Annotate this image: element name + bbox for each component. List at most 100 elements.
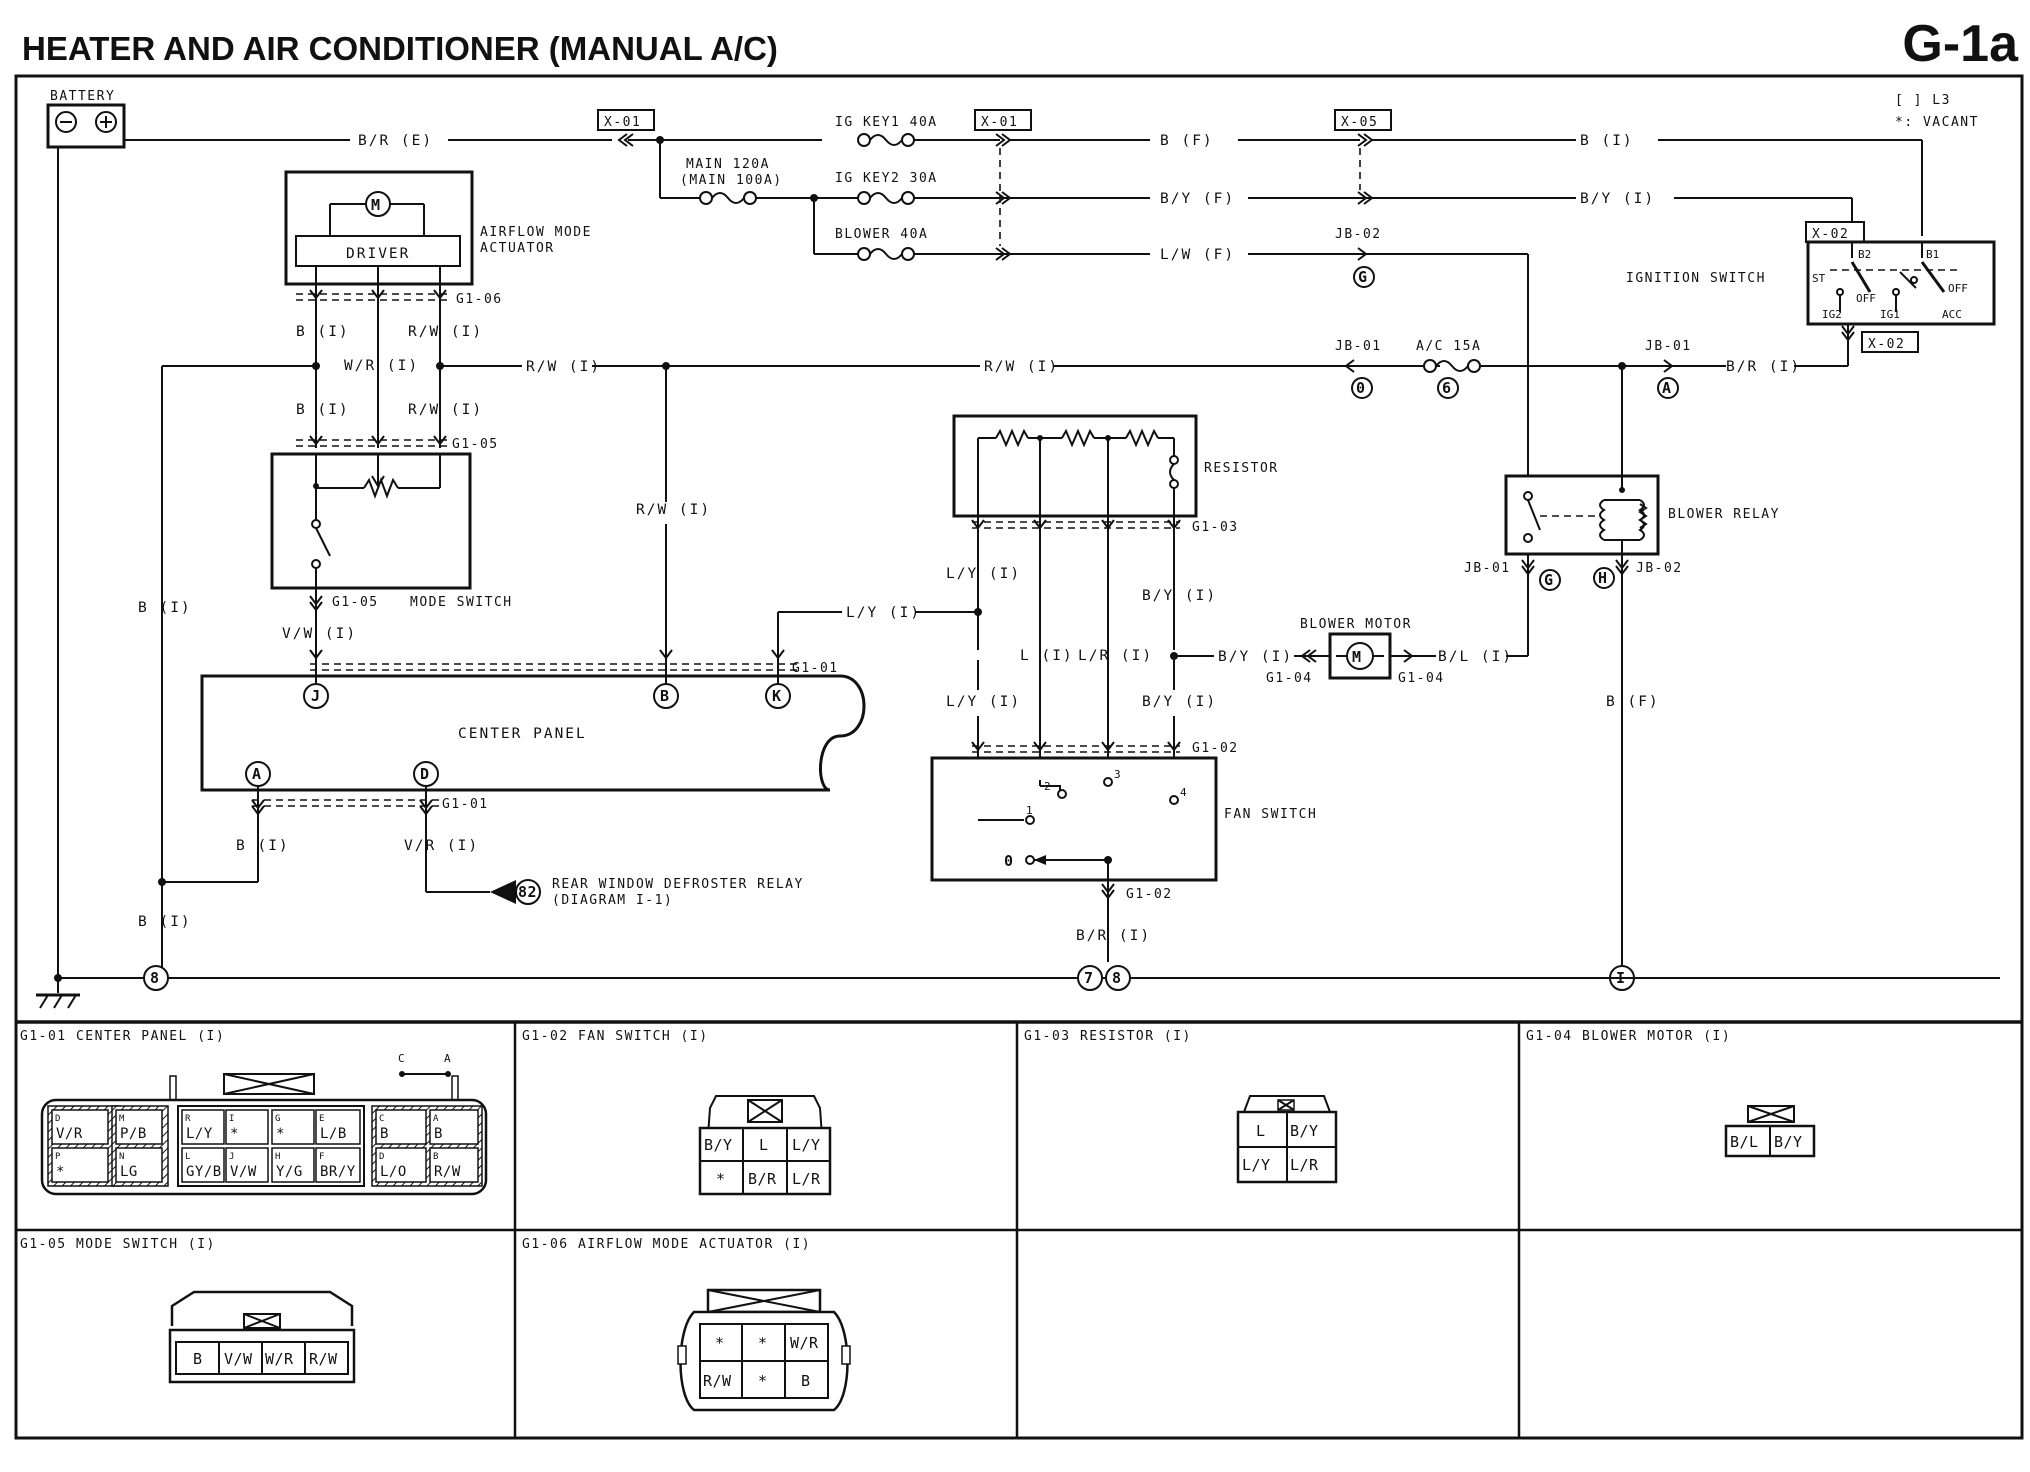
g101-cell [429,1147,479,1183]
g101-cells: DV/RMP/BRL/YI*G*EL/BCBABP*NLGLGY/BJV/WHY… [51,1109,479,1183]
g101-cell [271,1109,315,1145]
g104-connector: B/L B/Y [1724,1105,1816,1158]
g101-cell-wire: B [434,1126,443,1142]
g101-cell-wire: BR/Y [320,1164,356,1180]
legend-vacant: *: VACANT [1895,115,1979,130]
svg-text:*: * [758,1372,768,1390]
pin-k: K [772,687,782,705]
pin-a: A [252,765,262,783]
g101-cell-wire: V/R [56,1126,83,1142]
svg-text:L/R: L/R [792,1170,821,1188]
ground-pin-8-right: 8 [1112,969,1122,987]
motor-icon: M [329,191,425,236]
connector-x01-middle: X-01 [981,115,1018,130]
fan-pin-1: 1 [1026,804,1033,817]
connector-g105-bottom: G1-05 [332,595,379,610]
g101-cell-wire: B [380,1126,389,1142]
wire-label-wr-l: W/R (I) [344,358,419,374]
svg-text:B/L: B/L [1730,1133,1759,1151]
g101-cell [315,1109,361,1145]
g101-cell-wire: * [230,1126,239,1142]
g101-cell-wire: R/W [434,1164,461,1180]
ground-pin-7: 7 [1084,969,1094,987]
g101-cell [115,1147,163,1183]
g101-cell-wire: * [276,1126,285,1142]
g101-cell [315,1147,361,1183]
airflow-actuator-label-2: ACTUATOR [480,241,555,256]
connector-g106: G1-06 [456,292,503,307]
svg-text:L: L [1256,1122,1266,1140]
wire-label-ly-l-center: L/Y (I) [846,605,921,621]
fan-pin-0: 0 [1004,852,1014,870]
wire-label-vr-l: V/R (I) [404,838,479,854]
wire-label-rw-l-1: R/W (I) [526,359,601,375]
battery [46,103,126,149]
connector-g105-top: G1-05 [452,437,499,452]
wire-label-ly-l-res: L/Y (I) [946,566,1021,582]
svg-text:A: A [444,1052,451,1065]
rear-defroster-label: REAR WINDOW DEFROSTER RELAY [552,877,804,892]
panel-title-g102: G1-02 FAN SWITCH (I) [522,1029,709,1044]
connector-x02-top: X-02 [1812,227,1849,242]
wire-label-by-l-motor: B/Y (I) [1218,649,1293,665]
g101-cell [181,1147,225,1183]
panel-title-g104: G1-04 BLOWER MOTOR (I) [1526,1029,1731,1044]
wire-label-b-f-relay: B (F) [1606,694,1660,710]
svg-text:M: M [1352,648,1362,666]
wire-label-b-l-ms: B (I) [296,402,350,418]
wire-label-by-l-fan: B/Y (I) [1142,694,1217,710]
fuse-main-label: MAIN 120A [686,157,770,172]
fan-pin-2: 2 [1044,780,1051,793]
wire-label-by-f: B/Y (F) [1160,191,1235,207]
g101-cell-pin: E [319,1114,324,1124]
svg-text:L: L [759,1136,769,1154]
connector-g104-right: G1-04 [1398,671,1445,686]
svg-text:B/Y: B/Y [704,1136,733,1154]
wire-label-by-l-top: B/Y (I) [1580,191,1655,207]
wire-label-rw-l-ms: R/W (I) [408,402,483,418]
connector-x05: X-05 [1341,115,1378,130]
svg-text:*: * [716,1170,726,1188]
svg-text:W/R: W/R [790,1334,819,1352]
pin-6: 6 [1442,379,1452,397]
ign-pin-b1: B1 [1926,248,1939,261]
wire-label-b-l-cp: B (I) [236,838,290,854]
connector-jb02-relay: JB-02 [1636,561,1683,576]
connector-x02-bottom: X-02 [1868,337,1905,352]
pin-g-top: G [1358,268,1368,286]
connector-jb01-ac-left: JB-01 [1335,339,1382,354]
svg-text:M: M [371,196,381,214]
panel-title-g106: G1-06 AIRFLOW MODE ACTUATOR (I) [522,1237,811,1252]
resistor [952,414,1198,518]
g101-cell-wire: L/Y [186,1126,213,1142]
g105-connector: B V/W W/R R/W [168,1290,356,1384]
wire-label-l-l: L (I) [1020,648,1074,664]
ign-pin-off-2: OFF [1948,282,1968,295]
mode-switch-label: MODE SWITCH [410,595,513,610]
g101-cell-pin: J [229,1152,234,1162]
connector-jb02-top: JB-02 [1335,227,1382,242]
g101-cell [271,1147,315,1183]
connector-g104-left: G1-04 [1266,671,1313,686]
fan-switch [930,756,1218,882]
fuse-main-label-alt: (MAIN 100A) [680,173,783,188]
wire-label-ly-l-fan: L/Y (I) [946,694,1021,710]
g101-cell [225,1109,269,1145]
panel-title-g105: G1-05 MODE SWITCH (I) [20,1237,216,1252]
connector-g103: G1-03 [1192,520,1239,535]
wire-label-br-l-fan: B/R (I) [1076,928,1151,944]
ign-pin-acc: ACC [1942,308,1962,321]
connector-g101-bottom: G1-01 [442,797,489,812]
svg-text:B: B [193,1350,203,1368]
page-code: G-1a [1902,15,2018,73]
pin-a-jb: A [1662,379,1672,397]
svg-text:W/R: W/R [265,1350,294,1368]
pin-j: J [311,687,321,705]
g101-cell-wire: V/W [230,1164,257,1180]
svg-text:L/R: L/R [1290,1156,1319,1174]
svg-text:C: C [398,1052,405,1065]
connector-g102-top: G1-02 [1192,741,1239,756]
wire-label-b-l-act: B (I) [296,324,350,340]
svg-text:B/Y: B/Y [1290,1122,1319,1140]
